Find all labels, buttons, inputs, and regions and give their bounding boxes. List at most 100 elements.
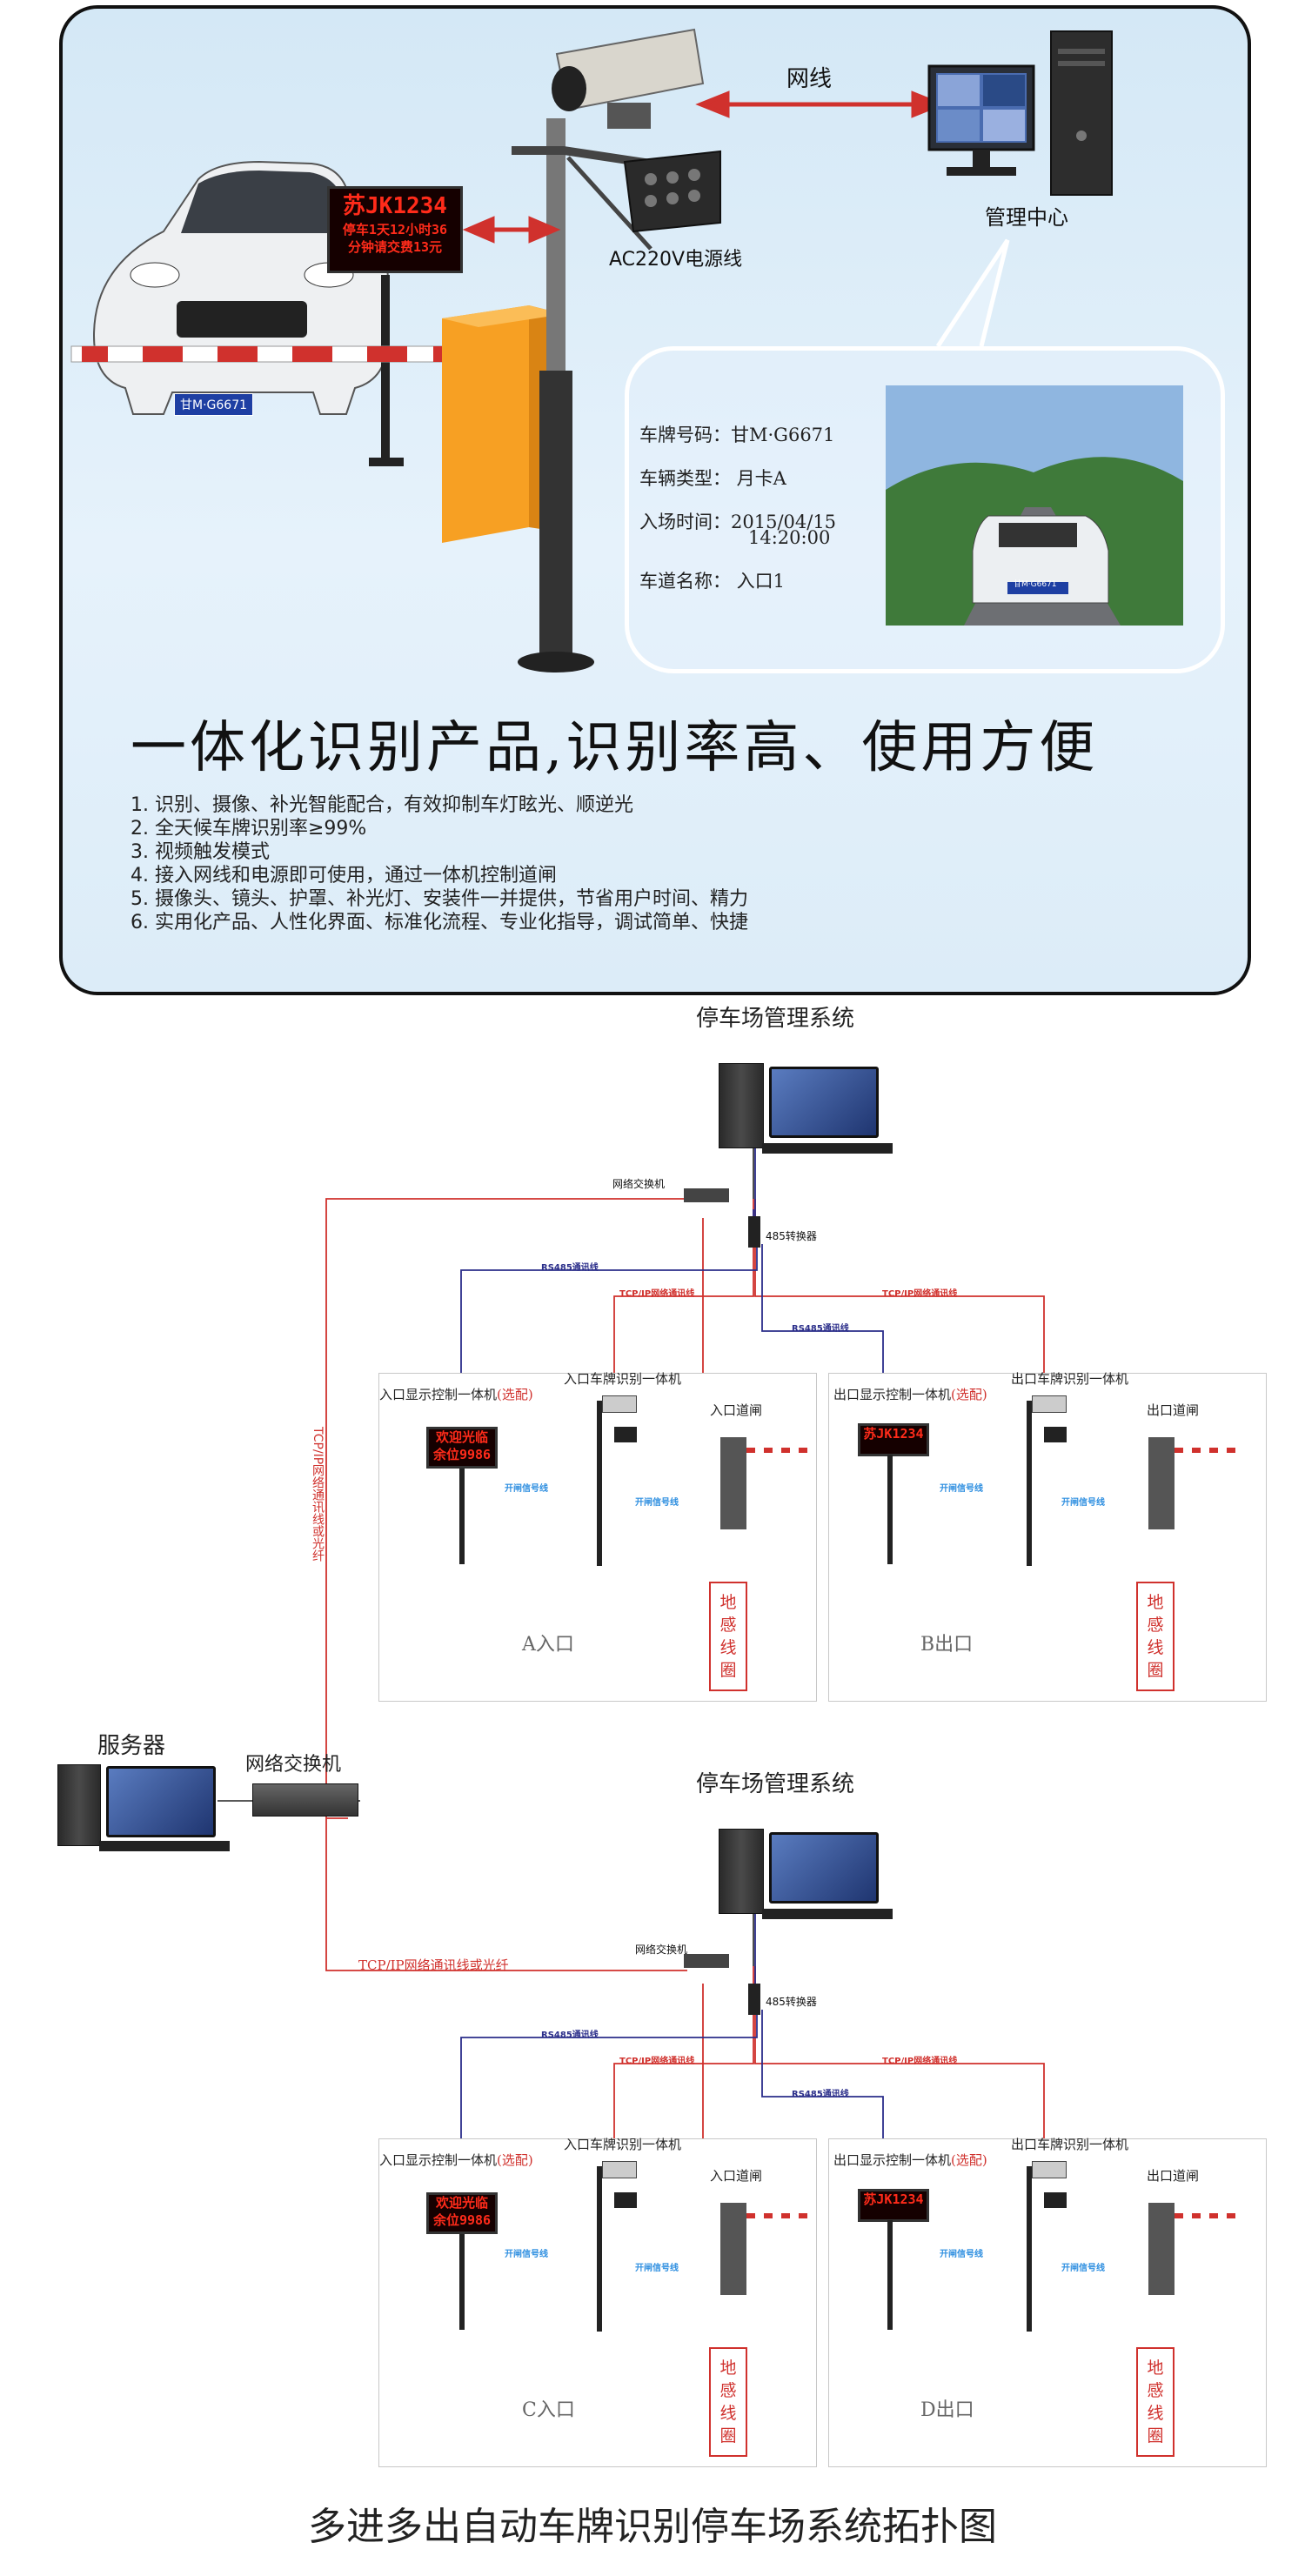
zone-b-fill-light	[1044, 1427, 1067, 1442]
tcpip-label-1: TCP/IP网络通讯线	[619, 1289, 695, 1299]
zone-c-gate	[720, 2203, 746, 2295]
feature-3: 3. 视频触发模式	[130, 841, 270, 863]
switch-device-1	[684, 1188, 729, 1202]
diagram-caption: 多进多出自动车牌识别停车场系统拓扑图	[308, 2505, 997, 2549]
zone-b-camera-label: 出口车牌识别一体机	[1011, 1371, 1129, 1387]
tcpip-label-3: TCP/IP网络通讯线	[619, 2057, 695, 2066]
photo-plate: 甘M·G6671	[1014, 580, 1057, 589]
server-computer	[57, 1764, 231, 1858]
management-center-label: 管理中心	[985, 205, 1068, 230]
zone-d-signal-label-1: 开闸信号线	[940, 2250, 983, 2259]
zone-a-display-post	[459, 1469, 465, 1564]
zone-b-led-display: 苏JK1234	[858, 1423, 929, 1456]
system-title-2: 停车场管理系统	[696, 1771, 855, 1797]
fill-light	[623, 150, 721, 233]
main-switch-device	[252, 1783, 358, 1817]
zone-a-fill-light	[614, 1427, 637, 1442]
zone-c-led-display: 欢迎光临余位9986	[426, 2192, 498, 2234]
zone-a-camera-pole	[597, 1401, 602, 1566]
feature-6: 6. 实用化产品、人性化界面、标准化流程、专业化指导，调试简单、快捷	[130, 912, 748, 933]
zone-d-led-display: 苏JK1234	[858, 2189, 929, 2222]
led-fee-line-2: 分钟请交费13元	[347, 239, 443, 255]
info-entry-time-clock: 14:20:00	[748, 527, 831, 548]
zone-b	[828, 1373, 1267, 1702]
switch-label-2: 网络交换机	[635, 1944, 688, 1956]
tcpip-label-2: TCP/IP网络通讯线	[882, 1289, 958, 1299]
bottom-link-label: TCP/IP网络通讯线或光纤	[358, 1957, 509, 1973]
zone-a-gate	[720, 1437, 746, 1529]
zone-a-camera	[602, 1395, 637, 1413]
zone-a-label: A入口	[522, 1634, 574, 1656]
zone-a-loop-detector: 地感线圈	[709, 1582, 747, 1691]
zone-c-camera	[602, 2161, 637, 2178]
zone-c-camera-pole	[597, 2166, 602, 2332]
zone-c-loop-detector: 地感线圈	[709, 2347, 747, 2457]
zone-b-gate-label: 出口道闸	[1147, 1402, 1200, 1418]
bubble-tail	[935, 238, 1010, 348]
zone-d-gate-label: 出口道闸	[1147, 2168, 1200, 2184]
info-vehicle-type: 车辆类型： 月卡A	[639, 468, 786, 489]
zone-b-signal-label-2: 开闸信号线	[1061, 1498, 1105, 1508]
switch-label-1: 网络交换机	[612, 1178, 666, 1190]
rs485-label-1: RS485通讯线	[541, 1263, 599, 1273]
converter-label-2: 485转换器	[766, 1996, 817, 2008]
server-label: 服务器	[97, 1733, 166, 1759]
info-entry-time: 入场时间：2015/04/15	[639, 512, 837, 532]
feature-list: 1. 识别、摄像、补光智能配合，有效抑制车灯眩光、顺逆光 2. 全天候车牌识别率…	[130, 793, 748, 934]
zone-a-signal-label-2: 开闸信号线	[635, 1498, 679, 1508]
zone-a-camera-label: 入口车牌识别一体机	[564, 1371, 682, 1387]
zone-a-gate-arm	[746, 1448, 807, 1453]
zone-d-gate	[1148, 2203, 1174, 2295]
zone-b-display-label: 出口显示控制一体机(选配)	[833, 1387, 987, 1402]
tcpip-label-4: TCP/IP网络通讯线	[882, 2057, 958, 2066]
zone-c-signal-label-1: 开闸信号线	[505, 2250, 548, 2259]
zone-d-fill-light	[1044, 2192, 1067, 2208]
zone-b-camera	[1032, 1395, 1067, 1413]
rs485-converter-2	[748, 1984, 760, 2015]
feature-5: 5. 摄像头、镜头、护罩、补光灯、安装件一并提供，节省用户时间、精力	[130, 888, 748, 910]
vertical-link-label: TCP/IP网络通讯线或光纤	[311, 1427, 325, 1562]
management-computer-2	[719, 1829, 893, 1924]
zone-a-gate-label: 入口道闸	[710, 1402, 763, 1418]
zone-c-display-post	[459, 2234, 465, 2330]
zone-b-camera-pole	[1027, 1401, 1032, 1566]
zone-d	[828, 2138, 1267, 2467]
zone-a-display-label: 入口显示控制一体机(选配)	[379, 1387, 533, 1402]
rs485-label-2: RS485通讯线	[792, 1324, 849, 1334]
zone-c-label: C入口	[522, 2399, 575, 2421]
zone-c-display-label: 入口显示控制一体机(选配)	[379, 2152, 533, 2168]
headline: 一体化识别产品,识别率高、使用方便	[130, 716, 1099, 780]
feature-1: 1. 识别、摄像、补光智能配合，有效抑制车灯眩光、顺逆光	[130, 794, 633, 816]
zone-d-gate-arm	[1174, 2213, 1235, 2218]
led-display-board: 苏JK1234 停车1天12小时36 分钟请交费13元	[327, 186, 463, 273]
zone-b-loop-detector: 地感线圈	[1136, 1582, 1174, 1691]
power-cable-arrow	[462, 216, 561, 244]
led-plate-text: 苏JK1234	[343, 193, 447, 219]
zone-c-fill-light	[614, 2192, 637, 2208]
zone-c-camera-label: 入口车牌识别一体机	[564, 2137, 682, 2152]
product-illustration	[70, 28, 1113, 672]
feature-2: 2. 全天候车牌识别率≥99%	[130, 818, 367, 840]
zone-d-display-post	[887, 2220, 893, 2330]
zone-c-gate-arm	[746, 2213, 807, 2218]
zone-b-label: B出口	[920, 1634, 974, 1656]
zone-c-signal-label-2: 开闸信号线	[635, 2264, 679, 2273]
network-cable-label: 网线	[786, 66, 833, 92]
zone-d-camera-pole	[1027, 2166, 1032, 2332]
camera-housing	[552, 28, 705, 129]
zone-d-signal-label-2: 开闸信号线	[1061, 2264, 1105, 2273]
feature-4: 4. 接入网线和电源即可使用，通过一体机控制道闸	[130, 865, 557, 887]
power-cable-label: AC220V电源线	[609, 249, 743, 271]
zone-b-gate	[1148, 1437, 1174, 1529]
car-license-plate: 甘M·G6671	[174, 393, 254, 416]
converter-label-1: 485转换器	[766, 1230, 817, 1242]
zone-b-gate-arm	[1174, 1448, 1235, 1453]
info-plate: 车牌号码：甘M·G6671	[639, 425, 835, 445]
zone-c-gate-label: 入口道闸	[710, 2168, 763, 2184]
zone-d-loop-detector: 地感线圈	[1136, 2347, 1174, 2457]
rs485-converter-1	[748, 1216, 760, 1248]
captured-vehicle-photo	[886, 385, 1183, 626]
rs485-label-4: RS485通讯线	[792, 2090, 849, 2099]
zone-d-camera-label: 出口车牌识别一体机	[1011, 2137, 1129, 2152]
zone-b-display-post	[887, 1455, 893, 1564]
